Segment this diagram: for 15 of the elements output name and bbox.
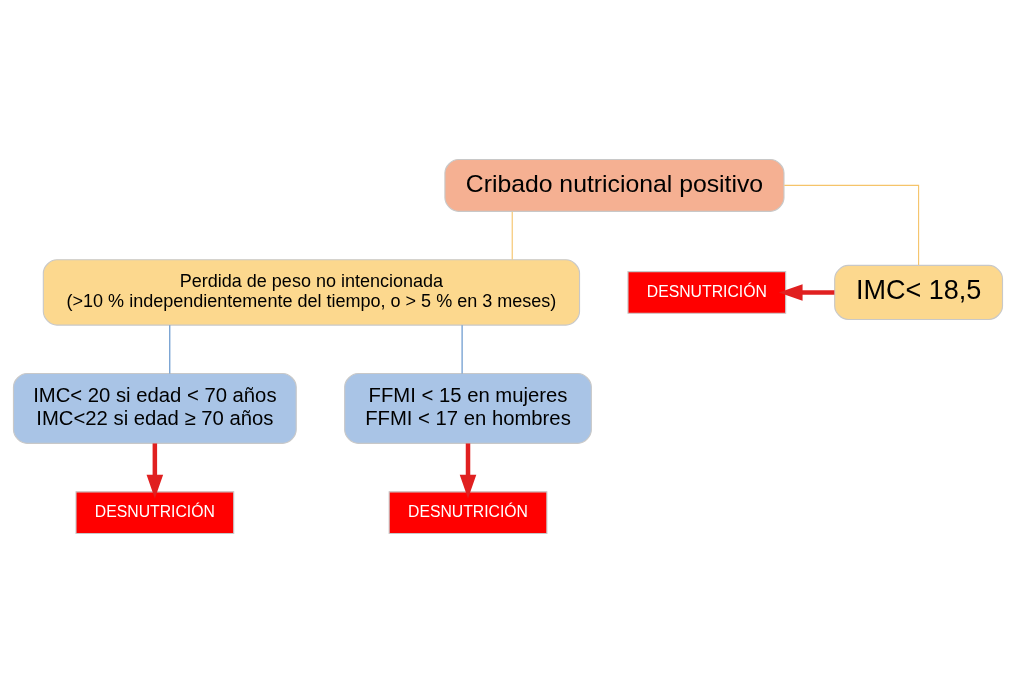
- node-box: DESNUTRICIÓN: [388, 491, 548, 535]
- node-box: IMC< 18,5: [834, 264, 1004, 321]
- connector: [783, 184, 920, 266]
- connector: [169, 324, 171, 374]
- connector: [461, 324, 463, 374]
- node-box: Cribado nutricional positivo: [444, 158, 785, 212]
- node-box: Perdida de peso no intencionada (>10 % independientemente del tiempo, o > 5 % en 3 meses): [42, 259, 581, 326]
- connector: [511, 211, 513, 260]
- node-box: IMC< 20 si edad < 70 años IMC<22 si edad ≥ 70 años: [12, 372, 297, 444]
- arrow: [459, 443, 477, 499]
- arrow: [146, 443, 164, 499]
- node-box: DESNUTRICIÓN: [627, 271, 787, 314]
- arrow: [778, 284, 835, 301]
- node-box: DESNUTRICIÓN: [75, 491, 235, 535]
- node-box: FFMI < 15 en mujeres FFMI < 17 en hombres: [344, 372, 592, 444]
